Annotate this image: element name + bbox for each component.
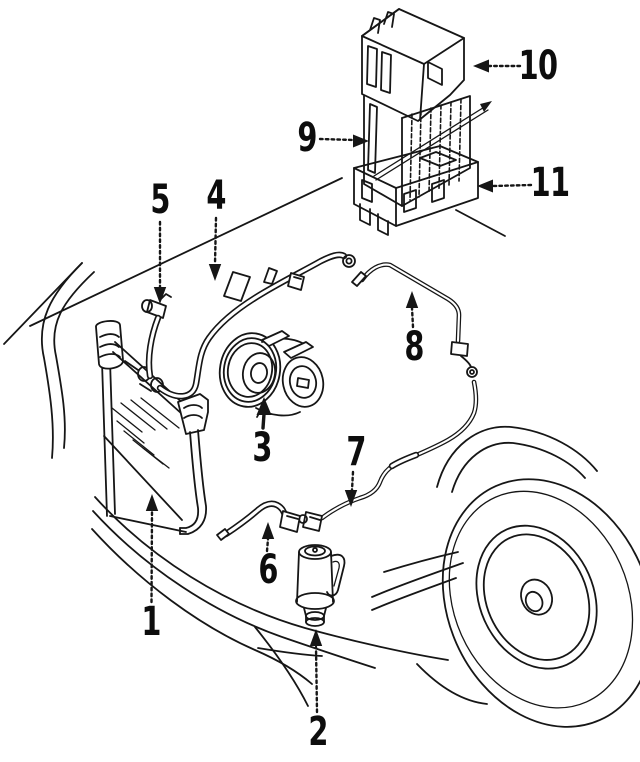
car-body-outline (3, 177, 640, 728)
callout-label-10: 10 (518, 43, 558, 89)
condenser-drawing (95, 320, 209, 535)
callout-label-7: 7 (346, 429, 366, 475)
wheel-drawing (441, 478, 640, 728)
callout-arrows (145, 59, 533, 714)
drier-drawing (295, 544, 346, 627)
callout-label-4: 4 (206, 173, 226, 219)
callout-label-6: 6 (258, 547, 278, 593)
liquid-pipe-upper-drawing (351, 262, 478, 378)
suction-hose-drawing (141, 251, 356, 400)
compressor-drawing (218, 330, 325, 418)
callout-label-8: 8 (404, 324, 424, 370)
callout-label-11: 11 (530, 160, 570, 206)
liquid-pipe-lower-drawing (298, 379, 479, 532)
callout-label-3: 3 (252, 425, 272, 471)
condenser-hose-drawing (216, 500, 301, 541)
callout-label-2: 2 (308, 709, 328, 755)
callout-label-9: 9 (297, 115, 317, 161)
callout-label-5: 5 (150, 177, 170, 223)
callout-label-1: 1 (141, 599, 161, 645)
relay-module-drawing (353, 8, 506, 237)
